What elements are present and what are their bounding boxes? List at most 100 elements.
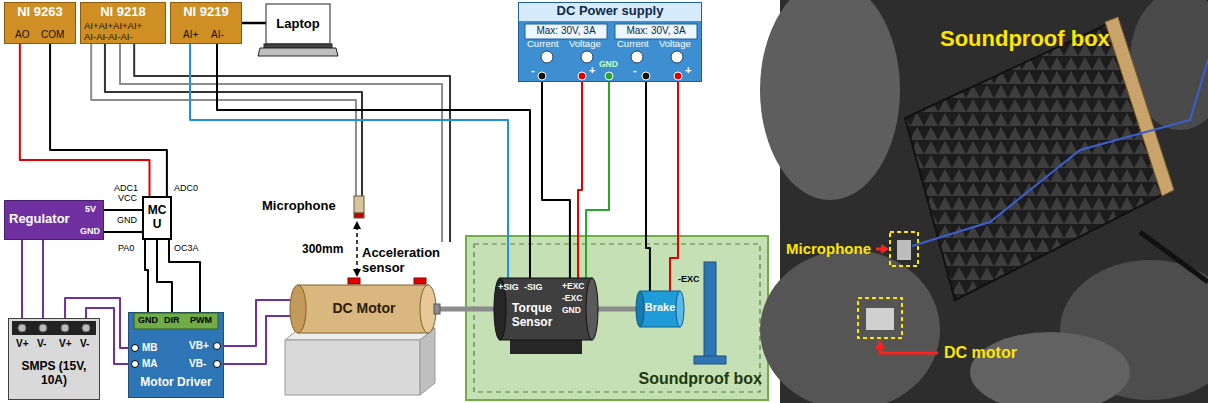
laptop: Laptop	[258, 4, 338, 56]
display	[615, 24, 697, 39]
pin-label: AI-	[211, 29, 224, 41]
soundproof-box: Soundproof boxTorque Sensor+SIG-SIG+EXC-…	[466, 236, 768, 400]
terminal	[578, 72, 586, 80]
pin-label: COM	[41, 29, 64, 41]
pin-label: V-	[80, 338, 89, 350]
node-title: Regulator	[9, 212, 70, 227]
soundproof-inner-line	[474, 244, 760, 392]
pin-label: ADC0	[174, 183, 198, 193]
pin-label: GND	[138, 315, 158, 325]
wire	[120, 44, 442, 242]
node-title: MC U	[144, 204, 170, 232]
photo-cable	[912, 60, 1208, 246]
sensor-stand	[510, 340, 582, 354]
mcu-chip: MC UADC1ADC0VCCGNDPA0OC3A	[142, 196, 172, 240]
pointer-arrowhead	[875, 340, 885, 349]
node-title: Brake	[640, 301, 680, 314]
terminal	[214, 343, 221, 350]
pin-label: AI-AI-AI-AI-	[84, 32, 133, 43]
brake-body	[640, 291, 680, 327]
microphone: Microphone	[262, 196, 370, 220]
terminal	[214, 361, 221, 368]
dimension-arrowhead	[353, 221, 361, 229]
pin-label: ADC1	[114, 183, 138, 193]
pin-label: GND	[80, 226, 100, 236]
brake-face	[676, 291, 684, 327]
daq-module: NI 9219AI+ AI-	[170, 2, 242, 44]
pin-label: VB-	[189, 358, 206, 370]
acceleration-sensor	[414, 278, 426, 284]
wire	[542, 82, 570, 278]
regulator-box: Regulator 5V GND	[4, 200, 104, 240]
node-title: Motor Driver	[129, 376, 223, 390]
pin-label: 5V	[85, 204, 96, 214]
node-title: DC Power supply	[519, 4, 701, 19]
shaft	[440, 307, 494, 312]
wire	[670, 82, 678, 291]
wire	[50, 44, 167, 196]
daq-module: NI 9263AO COM	[4, 2, 76, 44]
terminal-screw	[39, 324, 47, 332]
node-title: NI 9219	[171, 5, 241, 20]
photo-motor	[866, 308, 894, 330]
pin-label: GND	[599, 60, 618, 70]
motor-body	[298, 285, 428, 333]
node-title: Torque Sensor	[502, 302, 562, 330]
pin-label: +EXC	[562, 282, 584, 292]
wire	[242, 22, 266, 25]
terminal-screw	[82, 324, 90, 332]
brake-end	[636, 291, 644, 327]
pin-label: V+	[59, 338, 72, 350]
wire	[578, 82, 582, 278]
photo-foam	[760, 0, 900, 200]
pin-label: Voltage	[569, 39, 601, 50]
wire	[217, 44, 530, 278]
wire	[145, 240, 148, 312]
pin-label: +	[685, 64, 691, 77]
highlight-box	[858, 298, 902, 338]
pin-label: V-	[37, 338, 46, 350]
knob	[631, 51, 643, 63]
terminal-strip	[12, 321, 96, 335]
motor-base-front	[285, 340, 420, 395]
dimension-line	[356, 226, 358, 270]
pin-label: DIR	[164, 315, 180, 325]
shaft	[598, 307, 636, 312]
photo-wood-edge	[1105, 17, 1174, 196]
pointer-arrowhead	[881, 244, 889, 254]
pin-label: GND	[562, 306, 581, 316]
knob	[671, 51, 683, 63]
pin-label: Max: 30V, 3A	[525, 25, 607, 37]
terminal	[132, 361, 139, 368]
laptop-hinge	[264, 44, 332, 48]
pin-label: AI+	[183, 29, 198, 41]
pin-label: MA	[142, 358, 158, 370]
terminal-screw	[61, 324, 69, 332]
pin-label: -EXC	[678, 274, 700, 284]
power-supply: DC Power supplyMax: 30V, 3AMax: 30V, 3AC…	[518, 2, 702, 82]
pin-label: -SIG	[524, 282, 543, 292]
smps-box-shape	[9, 319, 99, 399]
soundproof-box-fill	[466, 236, 768, 400]
wire	[586, 82, 609, 278]
label: Microphone	[786, 240, 871, 257]
pin-label: Current	[617, 39, 649, 50]
motor-end	[290, 285, 306, 333]
pin-label: AI+AI+AI+AI+	[84, 21, 142, 32]
terminal-block	[134, 313, 218, 329]
pin-label: AO	[15, 29, 29, 41]
motor-base-side	[420, 328, 435, 395]
acceleration-sensor: Acceleration sensor	[362, 242, 454, 280]
motor-driver-box: Motor DriverGNDDIRPWMVB+VB-MBMA	[128, 312, 224, 398]
wire	[224, 300, 290, 346]
node-title: NI 9263	[5, 5, 75, 20]
pin-label: Voltage	[659, 39, 691, 50]
terminal-screw	[18, 324, 26, 332]
wire	[646, 82, 650, 291]
title-band	[519, 3, 701, 21]
terminal	[538, 72, 546, 80]
wire	[21, 240, 23, 318]
pin-label: VCC	[118, 193, 137, 203]
wire	[134, 44, 450, 242]
brake: Brake-EXC	[636, 291, 684, 327]
